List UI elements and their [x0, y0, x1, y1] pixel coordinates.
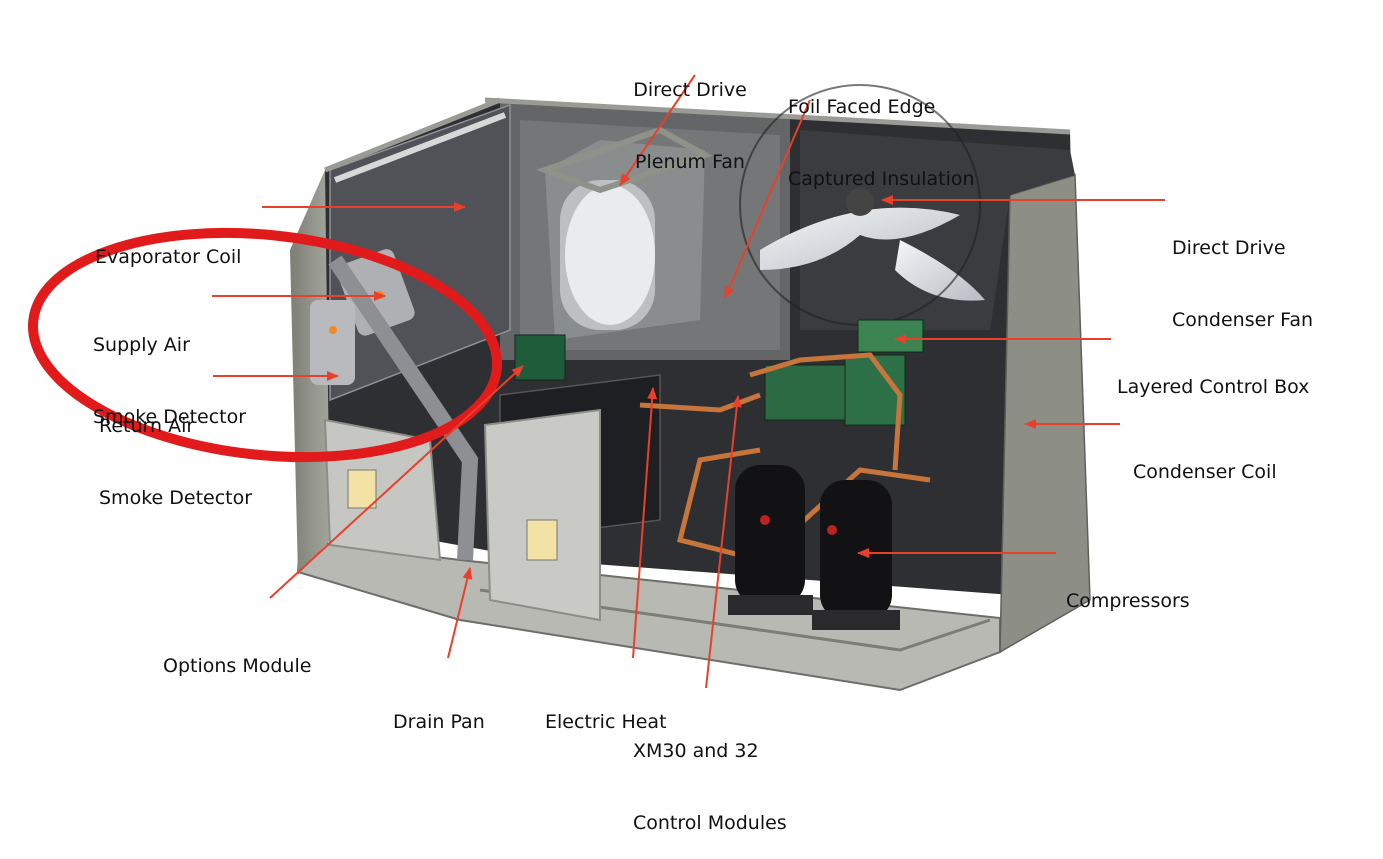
leader-lines — [212, 74, 1165, 689]
leader-insulation — [724, 99, 811, 299]
label-evaporator-coil: Evaporator Coil — [95, 246, 242, 268]
control-boards — [514, 319, 924, 426]
condenser-fan — [739, 84, 985, 326]
condenser-coil-shape — [999, 173, 1091, 654]
label-supply-smoke-detector: Supply Air Smoke Detector — [93, 334, 247, 428]
label-options-module: Options Module — [163, 655, 312, 677]
copper-piping — [639, 352, 931, 563]
compressors-shape — [728, 465, 900, 630]
plenum-fan — [536, 126, 713, 340]
leader-xm30 — [705, 395, 742, 689]
label-xm30-modules: XM30 and 32 Control Modules — [633, 740, 787, 834]
label-electric-heat: Electric Heat — [545, 711, 667, 733]
label-compressors: Compressors — [1066, 590, 1190, 612]
leader-drain — [447, 567, 473, 659]
label-control-box: Layered Control Box — [1117, 376, 1310, 398]
leader-electric-heat — [632, 387, 658, 659]
rooftop-unit-illustration — [290, 84, 1091, 692]
base-rail-edge — [479, 588, 991, 652]
label-condenser-coil: Condenser Coil — [1133, 461, 1277, 483]
leader-options — [269, 365, 524, 599]
label-insulation: Foil Faced Edge Captured Insulation — [788, 96, 975, 190]
hvac-unit-diagram — [27, 74, 1165, 692]
leader-plenum-fan — [619, 74, 696, 186]
highlight-ring — [27, 227, 503, 463]
label-return-smoke-detector: Return Air Smoke Detector — [99, 415, 253, 509]
options-module-panel — [483, 408, 601, 622]
label-plenum-fan: Direct Drive Plenum Fan — [633, 79, 747, 173]
label-drain-pan: Drain Pan — [393, 711, 485, 733]
label-condenser-fan: Direct Drive Condenser Fan — [1172, 237, 1314, 331]
